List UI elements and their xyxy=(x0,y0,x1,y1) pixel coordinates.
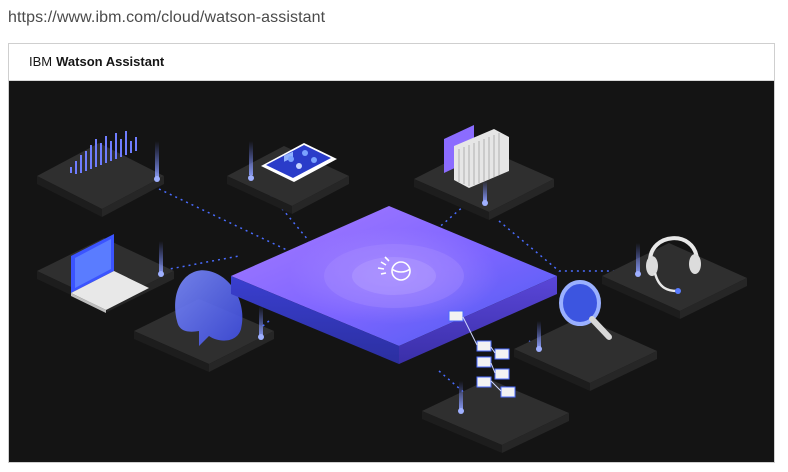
company-name: IBM xyxy=(29,54,53,69)
mobile-phone-icon xyxy=(261,143,337,182)
laptop-icon xyxy=(71,234,149,313)
tile-audio xyxy=(37,131,164,217)
documents-stack-icon xyxy=(444,125,509,188)
headset-icon xyxy=(646,236,701,294)
product-name: Watson Assistant xyxy=(56,54,165,69)
center-platform[interactable] xyxy=(231,206,557,364)
tile-chat xyxy=(134,270,274,372)
tile-mobile xyxy=(227,141,349,214)
tile-flowchart xyxy=(422,310,569,453)
magnifying-glass-icon xyxy=(559,280,612,340)
url-text[interactable]: https://www.ibm.com/cloud/watson-assista… xyxy=(8,9,326,26)
flowchart-icon xyxy=(448,310,516,398)
chat-bubble-icon xyxy=(175,270,243,346)
tile-headset xyxy=(602,236,747,319)
watson-logo-icon xyxy=(377,256,411,281)
tile-search xyxy=(514,280,657,391)
tile-documents xyxy=(414,125,554,220)
audio-waveform-icon xyxy=(70,131,137,174)
tile-laptop xyxy=(37,234,174,313)
hero-illustration xyxy=(9,81,774,462)
